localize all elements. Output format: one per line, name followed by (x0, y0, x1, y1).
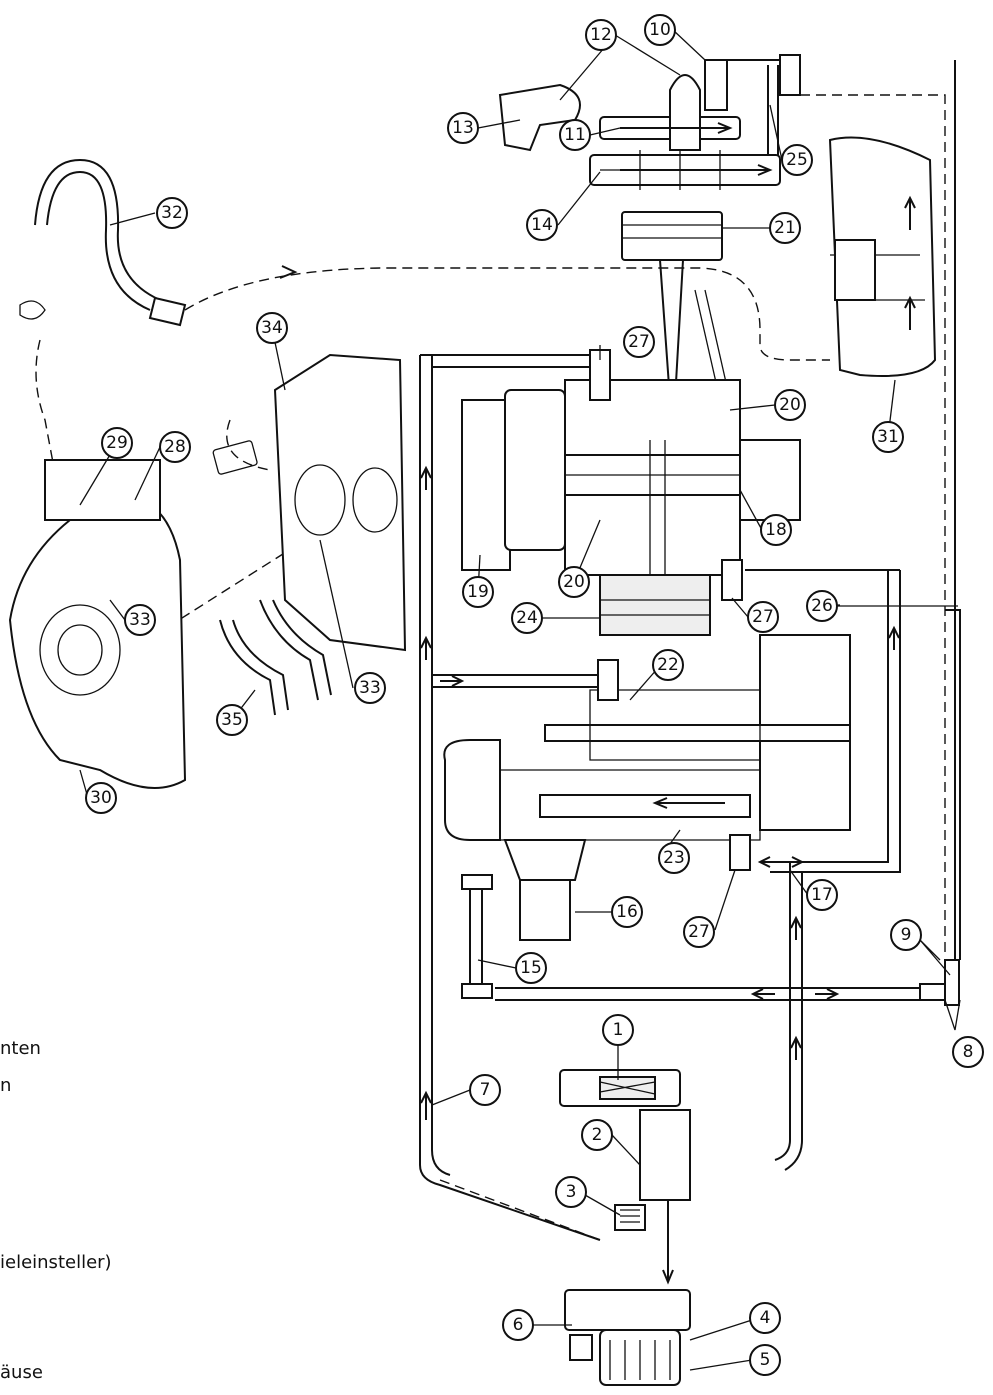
camshaft-assembly (498, 54, 801, 190)
crankcase-cover-left (8, 459, 187, 789)
svg-text:5: 5 (760, 1350, 771, 1370)
callout-33a: 33 (124, 604, 156, 636)
svg-text:19: 19 (467, 582, 489, 602)
callout-21: 21 (769, 212, 801, 244)
legend-fragment: ieleinsteller) (0, 1252, 112, 1273)
svg-text:27: 27 (628, 332, 650, 352)
oil-pipes (219, 599, 332, 716)
svg-text:18: 18 (765, 520, 787, 540)
callout-3: 3 (555, 1176, 587, 1208)
callout-20b: 20 (558, 566, 590, 598)
svg-text:2: 2 (592, 1125, 603, 1145)
callout-16: 16 (611, 896, 643, 928)
breather-hose (19, 158, 187, 327)
svg-text:1: 1 (613, 1020, 624, 1040)
oil-tank (828, 136, 937, 377)
fittings (461, 874, 960, 1006)
svg-text:34: 34 (261, 318, 283, 338)
svg-text:16: 16 (616, 902, 638, 922)
svg-text:17: 17 (811, 885, 833, 905)
cylinder-piston (621, 211, 731, 401)
callout-6: 6 (502, 1309, 534, 1341)
svg-text:24: 24 (516, 608, 538, 628)
callout-22: 22 (652, 649, 684, 681)
svg-text:30: 30 (90, 788, 112, 808)
callout-24: 24 (511, 602, 543, 634)
svg-text:14: 14 (531, 215, 553, 235)
crankcase-half (212, 353, 407, 652)
callout-1: 1 (602, 1014, 634, 1046)
svg-text:32: 32 (161, 203, 183, 223)
svg-text:33: 33 (359, 678, 381, 698)
svg-text:11: 11 (564, 125, 586, 145)
svg-text:29: 29 (106, 433, 128, 453)
svg-text:10: 10 (649, 20, 671, 40)
svg-text:27: 27 (688, 922, 710, 942)
callout-20a: 20 (774, 389, 806, 421)
callout-14: 14 (526, 209, 558, 241)
svg-text:20: 20 (779, 395, 801, 415)
callout-2: 2 (581, 1119, 613, 1151)
callout-23: 23 (658, 842, 690, 874)
svg-text:23: 23 (663, 848, 685, 868)
callout-25: 25 (781, 144, 813, 176)
callout-7: 7 (469, 1074, 501, 1106)
svg-text:28: 28 (164, 437, 186, 457)
callout-32: 32 (156, 197, 188, 229)
svg-text:33: 33 (129, 610, 151, 630)
svg-text:26: 26 (811, 596, 833, 616)
svg-text:12: 12 (590, 25, 612, 45)
callout-31: 31 (872, 421, 904, 453)
svg-text:9: 9 (901, 925, 912, 945)
oil-lines (35, 59, 961, 1241)
callout-4: 4 (749, 1302, 781, 1334)
callout-13: 13 (447, 112, 479, 144)
crankcase (461, 349, 801, 636)
svg-text:22: 22 (657, 655, 679, 675)
callout-27a: 27 (623, 326, 655, 358)
callout-8: 8 (952, 1036, 984, 1068)
callout-9: 9 (890, 919, 922, 951)
svg-text:20: 20 (563, 572, 585, 592)
svg-text:35: 35 (221, 710, 243, 730)
svg-text:15: 15 (520, 958, 542, 978)
transmission (443, 634, 851, 941)
svg-text:25: 25 (786, 150, 808, 170)
callout-12: 12 (585, 19, 617, 51)
callout-30: 30 (85, 782, 117, 814)
legend-fragment: äuse (0, 1362, 43, 1383)
oil-pump-filter (559, 1069, 691, 1386)
legend-fragment: n (0, 1075, 12, 1096)
svg-text:4: 4 (760, 1308, 771, 1328)
callout-35: 35 (216, 704, 248, 736)
callout-27c: 27 (683, 916, 715, 948)
callout-11: 11 (559, 119, 591, 151)
callout-10: 10 (644, 14, 676, 46)
callout-29: 29 (101, 427, 133, 459)
svg-text:3: 3 (566, 1182, 577, 1202)
callout-15: 15 (515, 952, 547, 984)
legend-fragment: nten (0, 1038, 41, 1059)
callout-28: 28 (159, 431, 191, 463)
svg-text:7: 7 (480, 1080, 491, 1100)
svg-text:31: 31 (877, 427, 899, 447)
svg-text:21: 21 (774, 218, 796, 238)
callout-34: 34 (256, 312, 288, 344)
svg-text:8: 8 (963, 1042, 974, 1062)
callout-5: 5 (749, 1344, 781, 1376)
callout-33b: 33 (354, 672, 386, 704)
callout-18: 18 (760, 514, 792, 546)
svg-text:13: 13 (452, 118, 474, 138)
callout-17: 17 (806, 879, 838, 911)
callout-19: 19 (462, 576, 494, 608)
svg-text:27: 27 (752, 607, 774, 627)
callout-27b: 27 (747, 601, 779, 633)
svg-text:6: 6 (513, 1315, 524, 1335)
callout-26: 26 (806, 590, 838, 622)
